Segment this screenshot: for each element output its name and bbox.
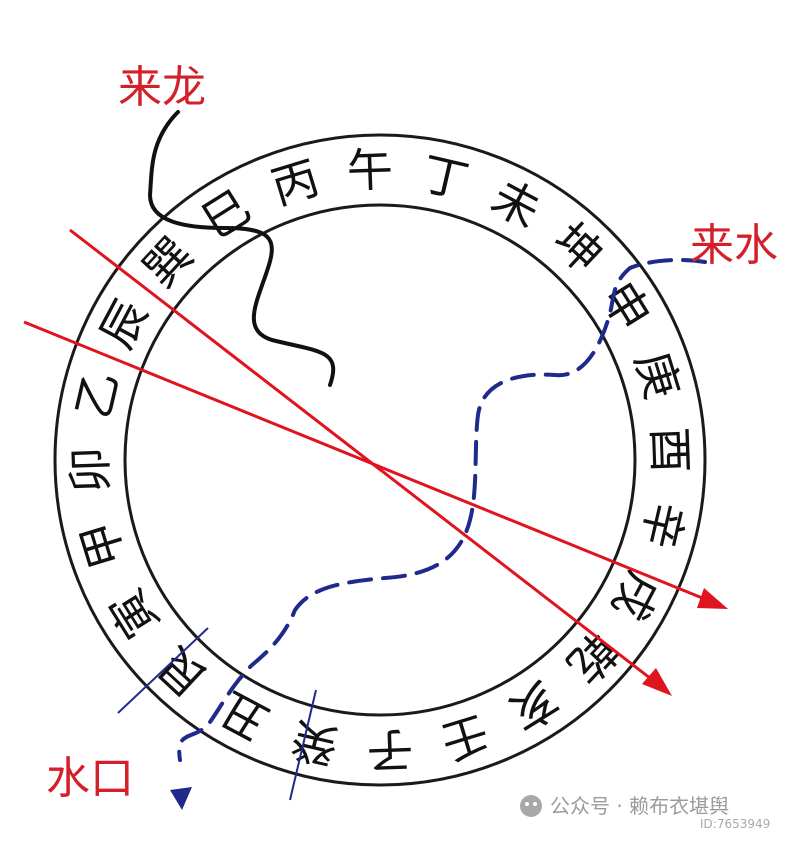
ring-character: 丁	[417, 146, 474, 209]
direction-line-lower	[23, 320, 723, 608]
ring-character: 辰	[89, 291, 158, 357]
ring-character: 午	[346, 142, 394, 198]
ring-character: 辛	[631, 497, 694, 554]
coming-water-label: 来水	[690, 220, 778, 271]
ring-character: 申	[591, 272, 661, 340]
coming-dragon-label: 来龙	[118, 62, 206, 113]
coming-water-path	[177, 258, 707, 762]
ring-character: 卯	[62, 446, 118, 494]
coming-dragon-path	[147, 110, 336, 387]
ring-character: 未	[483, 169, 549, 238]
sector-line-right	[289, 689, 317, 801]
arrowhead-lower	[697, 588, 728, 609]
ring-character: 癸	[286, 711, 343, 774]
ring-character: 甲	[70, 515, 135, 575]
ring-character: 寅	[99, 580, 169, 648]
ring-character: 亥	[500, 671, 568, 741]
wechat-icon-dot-a	[525, 802, 529, 806]
direction-lines	[23, 228, 728, 696]
ring-characters: 巳丙午丁未坤申庚酉辛戌乾亥壬子癸丑艮寅甲卯乙辰巽	[62, 142, 697, 777]
ring-character: 子	[366, 722, 414, 778]
ring-character: 庚	[625, 345, 690, 405]
ring-character: 丙	[265, 150, 325, 215]
ring-character: 巳	[192, 179, 260, 249]
outer-ring	[53, 133, 707, 787]
ring-character: 丑	[211, 681, 277, 750]
arrowhead-upper	[642, 668, 672, 696]
watermark-id: ID:7653949	[700, 817, 770, 831]
watermark-text: 公众号 · 赖布衣堪舆	[550, 794, 729, 818]
ring-character: 壬	[435, 705, 495, 770]
wechat-icon	[520, 795, 542, 817]
ring-character: 酉	[642, 426, 698, 474]
water-outlet-arrowhead	[170, 787, 192, 810]
wechat-icon-dot-b	[533, 802, 537, 806]
inner-ring	[123, 203, 637, 717]
sector-line-left	[117, 627, 209, 714]
ring-character: 戌	[601, 563, 670, 629]
ring-character: 乙	[66, 366, 129, 423]
watermark: 公众号 · 赖布衣堪舆 ID:7653949	[520, 794, 770, 831]
water-outlet-label: 水口	[46, 753, 134, 804]
water-outlet-sector-lines	[117, 627, 317, 801]
